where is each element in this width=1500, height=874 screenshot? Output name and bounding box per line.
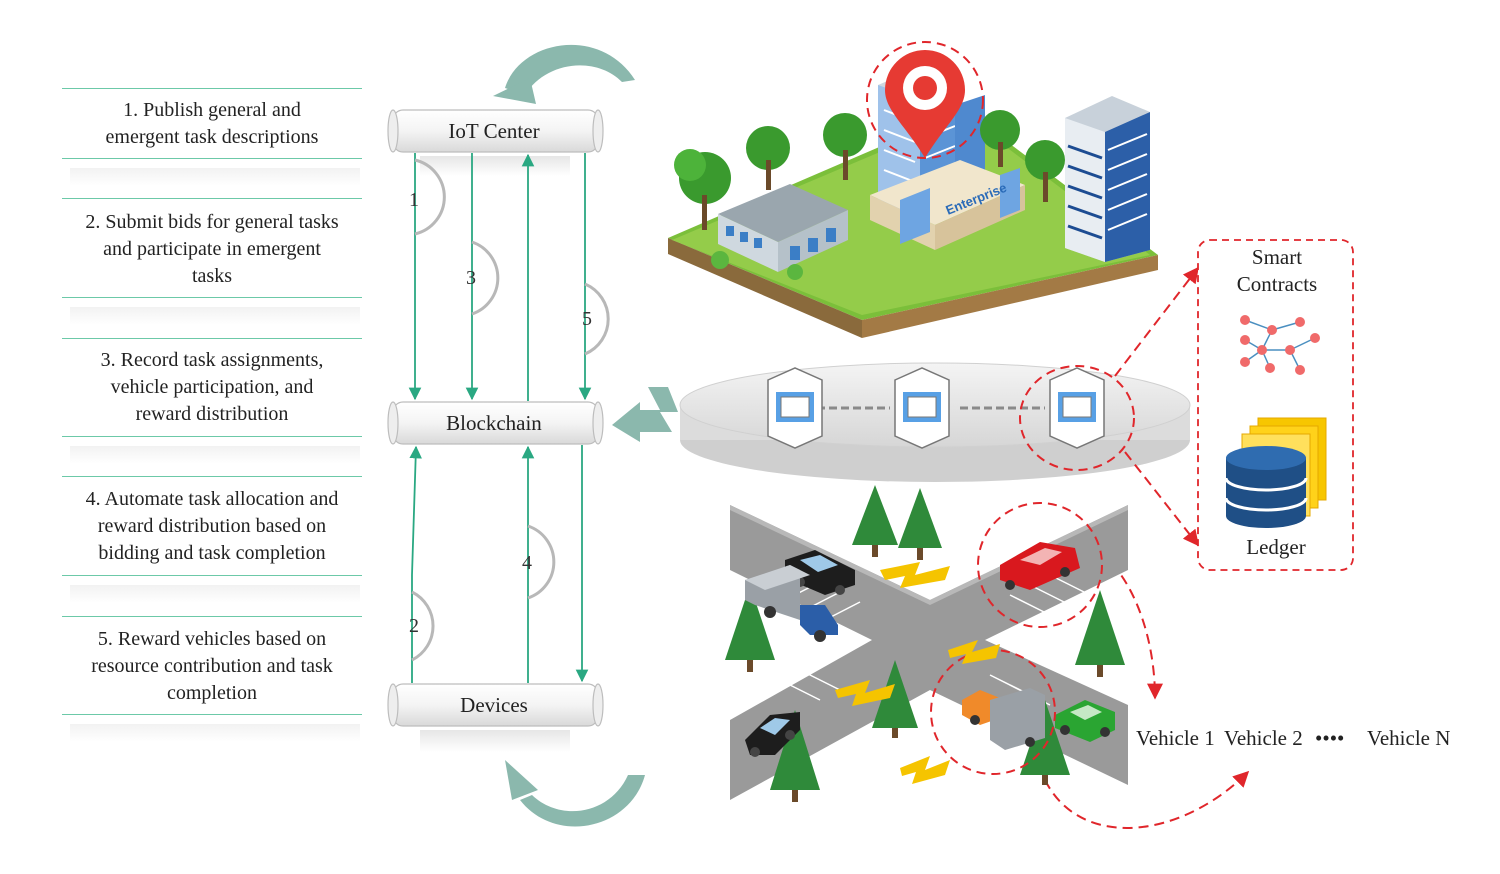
cycle-arrow-bottom — [505, 760, 645, 827]
step-5-line-2: resource contribution and task — [91, 655, 333, 677]
step-2-line-1: 2. Submit bids for general tasks — [85, 211, 339, 233]
flow-number-3: 3 — [466, 267, 476, 289]
step-4-line-3: bidding and task completion — [98, 542, 326, 564]
shadow — [70, 585, 360, 603]
truck — [745, 565, 838, 642]
divider — [62, 198, 362, 199]
shadow — [70, 446, 360, 464]
step-1-line-1: 1. Publish general and — [123, 99, 301, 121]
divider — [62, 714, 362, 715]
step-2-line-2: and participate in emergent — [103, 238, 321, 260]
step-4-line-1: 4. Automate task allocation and — [85, 488, 339, 510]
shadow — [70, 724, 360, 742]
step-5-line-1: 5. Reward vehicles based on — [97, 628, 327, 650]
divider — [62, 616, 362, 617]
vehicle-1-label: Vehicle 1 — [1136, 726, 1215, 750]
flow-number-2: 2 — [409, 615, 419, 637]
vehicle-ellipsis: •••• — [1315, 726, 1344, 750]
step-3-line-2: vehicle participation, and — [110, 376, 314, 398]
cycle-arrow-top — [493, 44, 635, 104]
blockchain-platform — [679, 362, 1191, 482]
devices-node — [387, 683, 604, 752]
smart-contracts-label-1: Smart — [1252, 245, 1302, 269]
black-car-bottom — [745, 712, 800, 757]
smart-contract-network-icon — [1240, 315, 1320, 375]
block-cluster-1 — [767, 367, 823, 449]
blockchain-node — [387, 401, 604, 445]
divider — [62, 88, 362, 89]
wireless-signal-icons — [835, 562, 1000, 784]
step-4-line-2: reward distribution based on — [97, 515, 327, 537]
block-cluster-2 — [894, 367, 950, 449]
ledger-database-icon — [1224, 417, 1327, 528]
vehicle-2-label: Vehicle 2 — [1224, 726, 1303, 750]
step-5: 5. Reward vehicles based on resource con… — [62, 626, 362, 707]
flow-number-5: 5 — [582, 308, 592, 330]
step-4: 4. Automate task allocation and reward d… — [62, 486, 362, 567]
divider — [62, 575, 362, 576]
flow-2-arrow — [409, 445, 422, 683]
step-5-line-3: completion — [167, 682, 257, 704]
enterprise-city: Enterprise — [668, 41, 1158, 338]
blockchain-label: Blockchain — [446, 411, 542, 435]
contracts-ledger-panel — [1197, 239, 1354, 571]
step-1: 1. Publish general and emergent task des… — [62, 97, 362, 151]
divider — [62, 297, 362, 298]
step-1-line-2: emergent task descriptions — [105, 126, 319, 148]
flow-number-4: 4 — [522, 552, 532, 574]
shadow — [70, 168, 360, 186]
block-cluster-3 — [1049, 367, 1105, 449]
flow-number-1: 1 — [409, 189, 419, 211]
step-3: 3. Record task assignments, vehicle part… — [62, 347, 362, 428]
blockchain-inflow-arrow — [612, 387, 678, 442]
smart-contracts-label-2: Contracts — [1237, 272, 1317, 296]
ledger-label: Ledger — [1246, 535, 1305, 559]
location-pin-icon — [866, 41, 984, 159]
step-3-line-1: 3. Record task assignments, — [100, 349, 324, 371]
vehicle-n-label: Vehicle N — [1367, 726, 1450, 750]
divider — [62, 338, 362, 339]
step-2-line-3: tasks — [192, 265, 232, 287]
red-car — [977, 502, 1103, 628]
orange-truck — [962, 688, 1045, 750]
step-3-line-3: reward distribution — [135, 403, 289, 425]
red-links — [1044, 266, 1250, 829]
labels: IoT Center Blockchain Devices 1 2 3 4 5 … — [409, 119, 1450, 750]
step-2: 2. Submit bids for general tasks and par… — [62, 209, 362, 290]
green-car — [930, 649, 1115, 775]
flow-arrows — [408, 153, 592, 683]
divider — [62, 158, 362, 159]
trees — [674, 110, 1065, 280]
iot-center-label: IoT Center — [448, 119, 539, 143]
shadow — [70, 307, 360, 325]
divider — [62, 476, 362, 477]
road-intersection — [725, 485, 1128, 802]
divider — [62, 436, 362, 437]
number-brackets — [411, 158, 610, 662]
devices-label: Devices — [460, 693, 528, 717]
